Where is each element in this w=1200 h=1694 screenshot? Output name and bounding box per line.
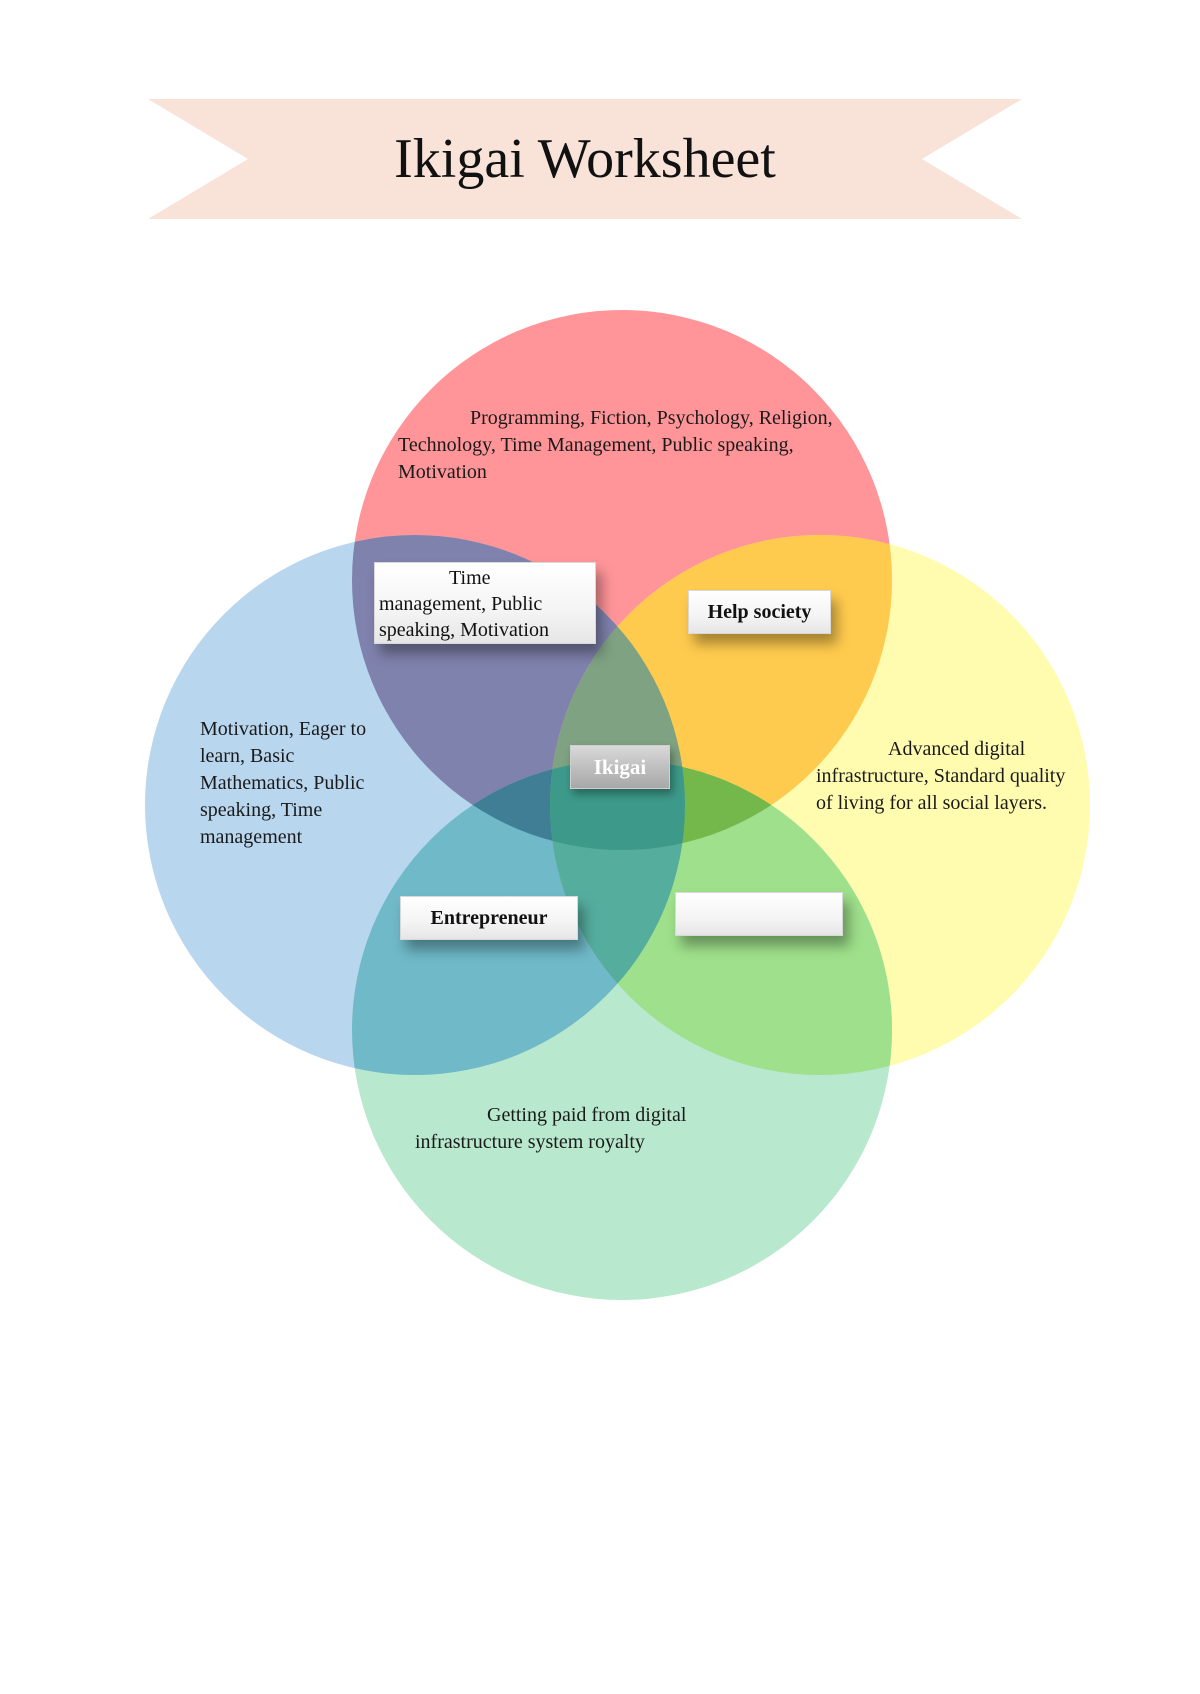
profession-label: Entrepreneur (400, 896, 578, 940)
ikigai-center-label: Ikigai (570, 745, 670, 789)
what-you-are-good-at-text: Motivation, Eager to learn, Basic Mathem… (200, 718, 367, 848)
passion-label: Time management, Public speaking, Motiva… (374, 562, 596, 644)
title-banner: Ikigai Worksheet (148, 99, 1022, 219)
what-you-can-be-paid-for-text: Getting paid from digital infrastructure… (415, 1104, 687, 1153)
what-the-world-needs-text: Advanced digital infrastructure, Standar… (816, 738, 1066, 814)
vocation-label (675, 892, 843, 936)
ribbon-shape (148, 99, 1022, 219)
what-you-love-text: Programming, Fiction, Psychology, Religi… (398, 407, 833, 483)
page-title: Ikigai Worksheet (394, 128, 776, 190)
mission-label: Help society (688, 590, 831, 634)
